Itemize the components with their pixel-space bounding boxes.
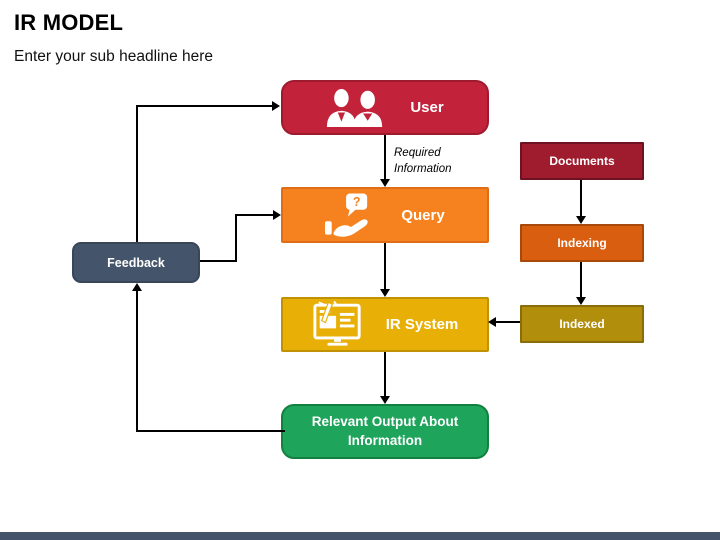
edge-label-required-information: Required Information xyxy=(394,147,452,175)
arrow-documents-to-indexing xyxy=(580,180,582,216)
node-indexing-label: Indexing xyxy=(557,236,607,250)
arrow-feedback-to-query-seg1 xyxy=(200,260,237,262)
arrowhead-user-to-query xyxy=(380,179,390,187)
node-output-label: Relevant Output About Information xyxy=(311,414,459,448)
arrowhead-indexed-to-ir xyxy=(488,317,496,327)
node-user-label: User xyxy=(410,99,444,116)
page-subtitle: Enter your sub headline here xyxy=(14,48,214,65)
footer-accent-bar xyxy=(0,532,720,540)
node-query: ? Query xyxy=(281,187,489,243)
arrowhead-output-to-feedback xyxy=(132,283,142,291)
arrowhead-feedback-to-user xyxy=(272,101,280,111)
arrow-user-to-query xyxy=(384,135,386,180)
node-ir-system: IR System xyxy=(281,297,489,352)
arrow-indexing-to-indexed xyxy=(580,262,582,297)
arrow-output-to-feedback-vertical xyxy=(136,291,138,432)
arrowhead-documents-to-indexing xyxy=(576,216,586,224)
arrowhead-ir-to-output xyxy=(380,396,390,404)
node-indexing: Indexing xyxy=(520,224,644,262)
page-title: IR MODEL xyxy=(14,10,124,35)
arrow-ir-to-output xyxy=(384,352,386,396)
node-ir-system-label: IR System xyxy=(385,316,459,333)
node-output: Relevant Output About Information xyxy=(281,404,489,459)
arrow-feedback-to-query-seg3 xyxy=(235,214,273,216)
arrowhead-feedback-to-query xyxy=(273,210,281,220)
arrow-indexed-to-ir xyxy=(496,321,520,323)
hand-question-icon: ? xyxy=(325,192,371,238)
node-indexed: Indexed xyxy=(520,305,644,343)
node-documents: Documents xyxy=(520,142,644,180)
arrow-feedback-to-user-horizontal xyxy=(136,105,272,107)
node-indexed-label: Indexed xyxy=(559,317,605,331)
monitor-edit-icon xyxy=(312,300,364,349)
node-feedback-label: Feedback xyxy=(107,255,165,270)
arrow-feedback-to-query-seg2 xyxy=(235,214,237,262)
users-icon xyxy=(326,87,384,129)
arrow-query-to-ir xyxy=(384,243,386,289)
node-documents-label: Documents xyxy=(549,154,615,168)
node-feedback: Feedback xyxy=(72,242,200,283)
arrowhead-indexing-to-indexed xyxy=(576,297,586,305)
svg-text:?: ? xyxy=(353,194,361,208)
arrow-output-to-feedback-horizontal xyxy=(136,430,285,432)
arrowhead-query-to-ir xyxy=(380,289,390,297)
node-user: User xyxy=(281,80,489,135)
arrow-feedback-to-user-vertical xyxy=(136,105,138,242)
node-query-label: Query xyxy=(401,206,445,224)
